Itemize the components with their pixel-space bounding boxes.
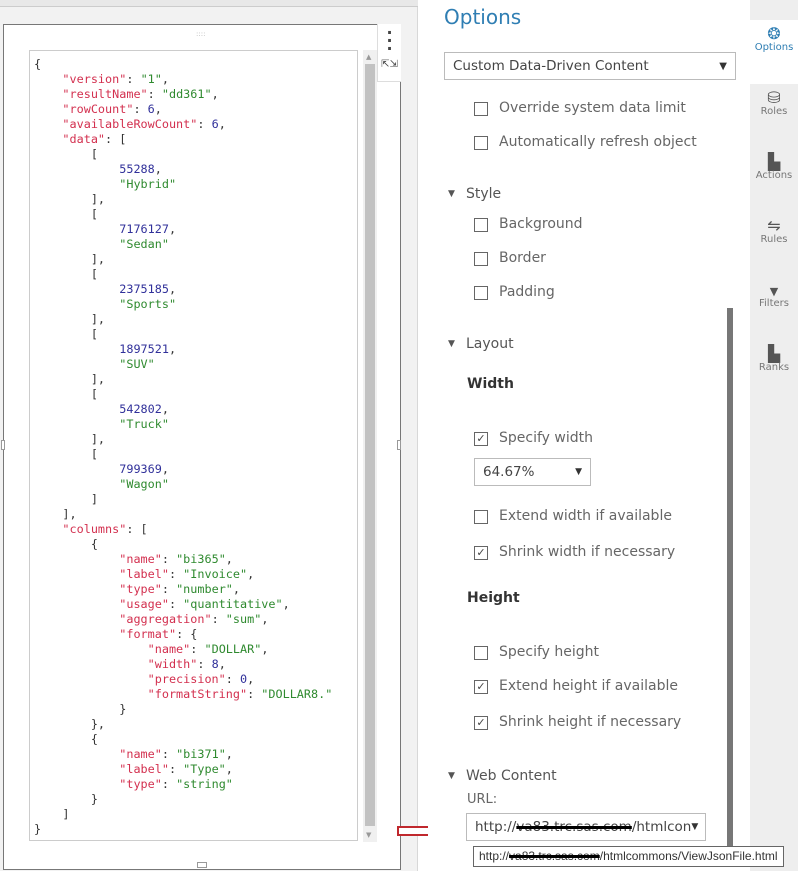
sidebar-tab-label: Filters [759,298,789,309]
url-label: URL: [467,792,498,807]
filter-icon: ▼ [769,285,779,298]
width-heading: Width [467,376,514,392]
shrink-width-label[interactable]: Shrink width if necessary [499,544,676,560]
width-value: 64.67% [483,464,535,480]
collapse-triangle-icon[interactable]: ▼ [448,189,455,199]
url-input[interactable]: http://va83.trc.sas.com/htmlcon ▼ [466,813,706,841]
specify-height-checkbox[interactable] [474,646,488,660]
sidebar-tab-label: Actions [755,170,793,181]
collapse-triangle-icon[interactable]: ▼ [448,339,455,349]
chevron-down-icon: ▼ [575,467,582,477]
height-heading: Height [467,590,520,606]
object-type-value: Custom Data-Driven Content [453,58,649,74]
json-code: { "version": "1", "resultName": "dd361",… [34,57,333,836]
extend-width-checkbox[interactable] [474,510,488,524]
specify-width-label[interactable]: Specify width [499,430,593,446]
scroll-up-icon[interactable]: ▲ [366,53,372,61]
sidebar-tab-label: Roles [760,106,788,117]
tooltip-suffix: /htmlcommons/ViewJsonFile.html [599,849,778,863]
options-title: Options [444,5,522,29]
actions-icon: ▙ [767,152,781,171]
url-host-redacted: va83.trc.sas.com [516,819,632,835]
url-prefix: http:// [475,819,517,835]
drag-grip-icon[interactable]: :::: [196,30,206,38]
roles-icon: ⛁ [767,88,781,107]
options-scrollbar[interactable] [727,308,733,853]
shrink-width-checkbox[interactable]: ✓ [474,546,488,560]
sidebar-tab-rules[interactable]: ⇋ Rules [750,212,798,276]
border-label[interactable]: Border [499,250,546,266]
specify-height-label[interactable]: Specify height [499,644,600,660]
chevron-down-icon: ▼ [719,60,727,72]
sidebar-tab-actions[interactable]: ▙ Actions [750,148,798,212]
more-options-icon[interactable]: ··· [386,23,393,58]
shrink-height-label[interactable]: Shrink height if necessary [499,714,682,730]
specify-width-checkbox[interactable]: ✓ [474,432,488,446]
section-style[interactable]: Style [466,186,502,202]
border-checkbox[interactable] [474,252,488,266]
chevron-down-icon: ▼ [691,822,699,832]
padding-checkbox[interactable] [474,286,488,300]
shrink-height-checkbox[interactable]: ✓ [474,716,488,730]
sidebar-tab-label: Options [754,42,794,53]
auto-refresh-label[interactable]: Automatically refresh object [499,134,697,150]
sidebar-tab-ranks[interactable]: ▐▖ Ranks [750,340,798,404]
collapse-triangle-icon[interactable]: ▼ [448,771,455,781]
extend-height-checkbox[interactable]: ✓ [474,680,488,694]
ranks-icon: ▐▖ [761,344,787,363]
extend-height-label[interactable]: Extend height if available [499,678,678,694]
section-layout[interactable]: Layout [466,336,514,352]
right-sidebar [750,0,798,871]
tooltip-prefix: http:// [479,849,510,863]
override-data-limit-checkbox[interactable] [474,102,488,116]
sidebar-tab-roles[interactable]: ⛁ Roles [750,84,798,148]
json-scrollbar-thumb[interactable] [365,64,375,826]
background-label[interactable]: Background [499,216,583,232]
object-toolbar: ··· ⇱⇲ [377,24,401,82]
override-data-limit-label[interactable]: Override system data limit [499,100,686,116]
sidebar-tab-options[interactable]: ❂ Options [750,20,798,84]
url-suffix: /htmlcon [631,819,692,835]
rules-icon: ⇋ [767,216,781,235]
auto-refresh-checkbox[interactable] [474,136,488,150]
scroll-down-icon[interactable]: ▼ [366,831,372,839]
sidebar-tab-label: Rules [760,234,788,245]
json-viewer: { "version": "1", "resultName": "dd361",… [29,50,358,841]
options-icon: ❂ [767,24,781,43]
width-select[interactable]: 64.67% ▼ [474,458,591,486]
resize-handle-right[interactable] [397,440,401,450]
canvas-top-bar [0,0,418,7]
sidebar-tab-filters[interactable]: ▼ Filters [750,276,798,340]
resize-handle-bottom[interactable] [197,862,207,868]
sidebar-tab-label: Ranks [758,362,790,373]
maximize-icon[interactable]: ⇱⇲ [381,59,398,70]
padding-label[interactable]: Padding [499,284,555,300]
background-checkbox[interactable] [474,218,488,232]
url-tooltip: http://va83.trc.sas.com/htmlcommons/View… [473,846,784,867]
tooltip-host-redacted: va83.trc.sas.com [509,849,600,863]
extend-width-label[interactable]: Extend width if available [499,508,672,524]
object-type-select[interactable]: Custom Data-Driven Content ▼ [444,52,736,80]
resize-handle-left[interactable] [1,440,5,450]
section-web-content[interactable]: Web Content [466,768,557,784]
